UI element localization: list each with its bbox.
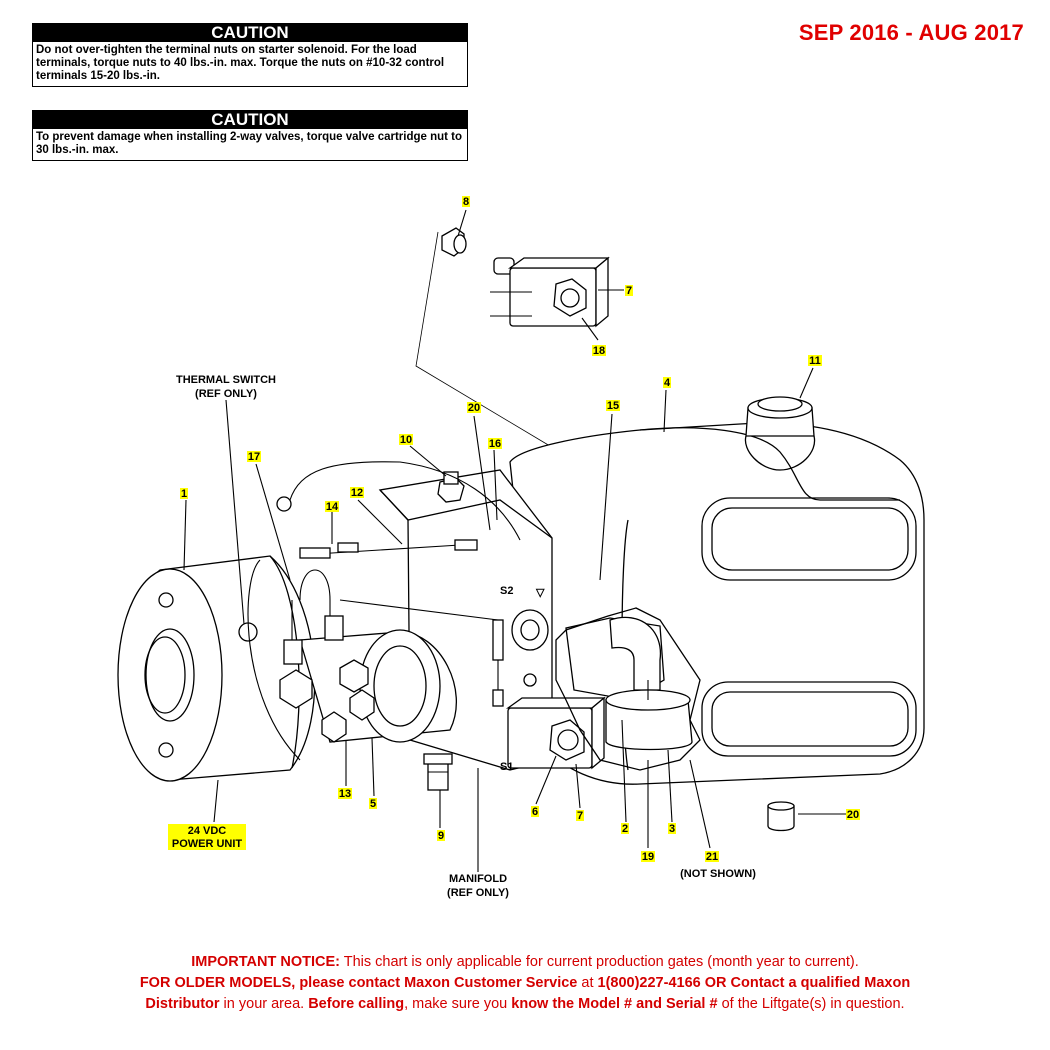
callout-6: 6 <box>532 806 538 818</box>
caution-text: To prevent damage when installing 2-way … <box>36 131 463 156</box>
callout-21: 21 <box>706 851 718 863</box>
s1-label: S1 <box>500 761 513 773</box>
callout-5: 5 <box>370 798 376 810</box>
solenoid-coil-s1 <box>505 696 606 770</box>
breather-cap-20 <box>767 801 795 832</box>
caution-heading: CAUTION <box>33 111 467 129</box>
thermal-switch-label: THERMAL SWITCH <box>176 374 276 386</box>
s2-label: S2 <box>500 585 513 597</box>
date-range: SEP 2016 - AUG 2017 <box>798 20 1024 45</box>
callouts: 1 2 3 4 5 6 7 7 8 9 10 11 12 13 14 15 16 <box>180 196 860 863</box>
notice-text: This chart is only applicable for curren… <box>339 954 859 970</box>
callout-15: 15 <box>607 400 619 412</box>
notice-area: in your area. <box>219 996 309 1012</box>
notice-phone: 1(800)227-4166 OR Contact a qualified Ma… <box>597 975 911 991</box>
callout-17: 17 <box>248 451 260 463</box>
callout-9: 9 <box>438 830 444 842</box>
caution-box-solenoid: CAUTION Do not over-tighten the terminal… <box>32 23 468 87</box>
notice-make-sure: , make sure you <box>404 996 512 1012</box>
manifold-label: MANIFOLD <box>449 873 507 885</box>
callout-7-inset: 7 <box>626 285 632 297</box>
caution-heading: CAUTION <box>33 24 467 42</box>
manifold-ref: (REF ONLY) <box>447 887 509 899</box>
notice-heading: IMPORTANT NOTICE: <box>191 954 340 970</box>
notice-line-3: Distributor in your area. Before calling… <box>40 994 1010 1015</box>
filter-assembly <box>555 607 701 771</box>
callout-10: 10 <box>400 434 412 446</box>
notice-distributor: Distributor <box>145 996 220 1012</box>
notice-older-models: FOR OLDER MODELS, please contact Maxon C… <box>139 975 578 991</box>
caution-text: Do not over-tighten the terminal nuts on… <box>36 44 445 82</box>
not-shown-label: (NOT SHOWN) <box>680 868 756 880</box>
callout-13: 13 <box>339 788 351 800</box>
callout-3: 3 <box>669 823 675 835</box>
callout-8: 8 <box>463 196 469 208</box>
inset-coil-detail <box>441 227 610 328</box>
callout-1: 1 <box>181 488 187 500</box>
notice-line-1: IMPORTANT NOTICE: This chart is only app… <box>40 952 1010 973</box>
caution-box-valves: CAUTION To prevent damage when installin… <box>32 110 468 161</box>
notice-in-question: of the Liftgate(s) in question. <box>717 996 905 1012</box>
notice-before-calling: Before calling <box>308 996 405 1012</box>
callout-7-coil: 7 <box>577 810 583 822</box>
callout-14: 14 <box>326 501 339 513</box>
notice-model-serial: know the Model # and Serial # <box>511 996 718 1012</box>
thermal-switch-ref: (REF ONLY) <box>195 388 257 400</box>
callout-18: 18 <box>593 345 605 357</box>
callout-20-vent: 20 <box>468 402 480 414</box>
power-unit-label: 24 VDC POWER UNIT <box>168 824 246 850</box>
cable-harness <box>238 461 521 761</box>
callout-20-breather: 20 <box>847 809 859 821</box>
triangle-marker: ▽ <box>535 587 545 599</box>
power-unit-line1: 24 VDC <box>188 825 227 837</box>
callout-12: 12 <box>351 487 363 499</box>
starter-solenoid <box>279 629 457 743</box>
callout-4: 4 <box>664 377 671 389</box>
electric-motor <box>117 555 316 782</box>
notice-line-2: FOR OLDER MODELS, please contact Maxon C… <box>40 973 1010 994</box>
important-notice: IMPORTANT NOTICE: This chart is only app… <box>40 952 1010 1015</box>
fitting-9 <box>423 753 453 791</box>
callout-2: 2 <box>622 823 628 835</box>
callout-16: 16 <box>489 438 501 450</box>
callout-11: 11 <box>809 355 821 367</box>
notice-at: at <box>577 975 598 991</box>
callout-19: 19 <box>642 851 654 863</box>
power-unit-line2: POWER UNIT <box>172 838 243 850</box>
leader-lines <box>183 209 846 872</box>
